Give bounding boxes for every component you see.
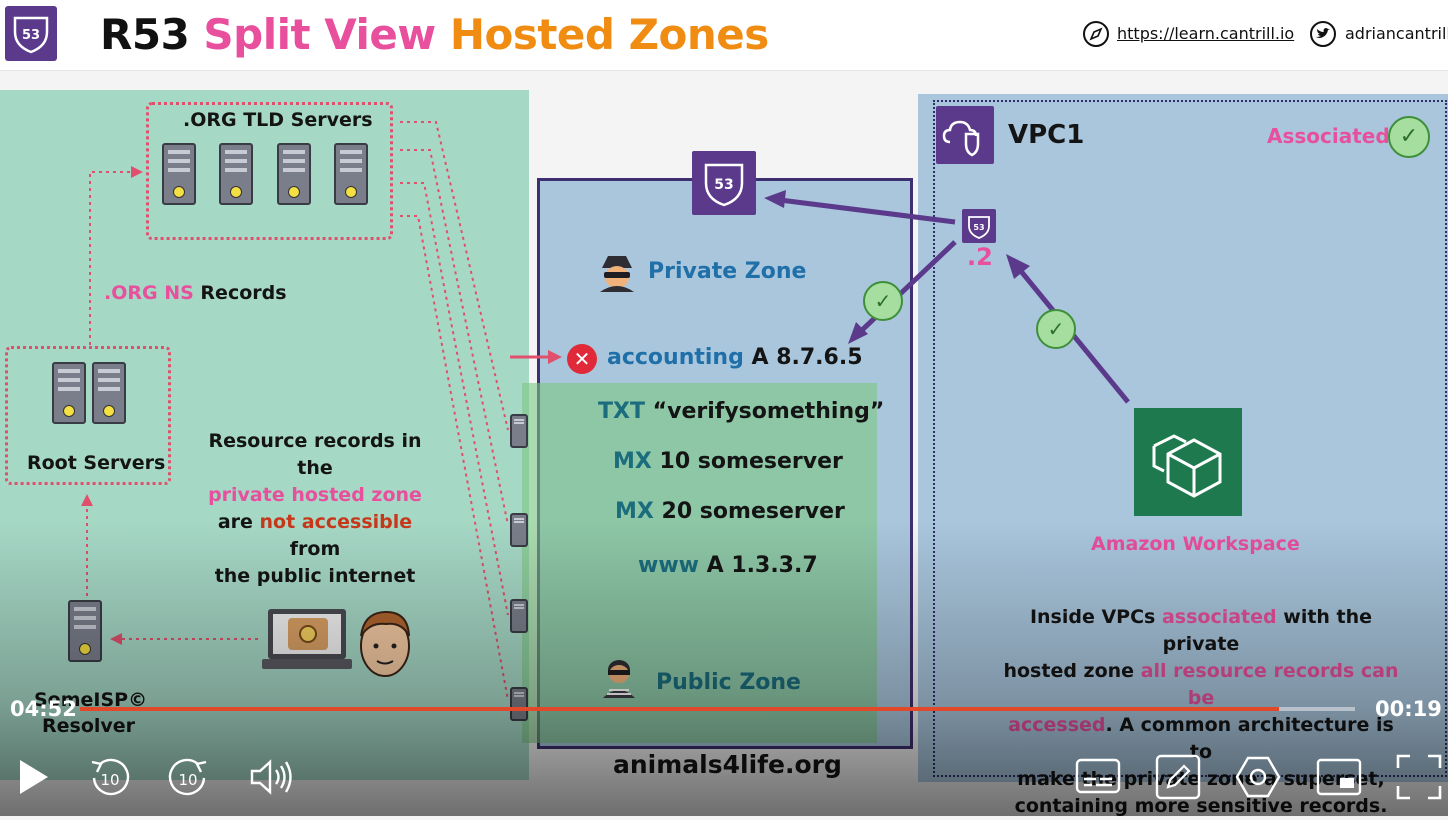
route53-logo: 53 xyxy=(5,6,57,61)
forward-10-icon[interactable]: 10 xyxy=(166,754,212,800)
public-zone-server-icon xyxy=(510,414,528,448)
mx-record-10: MX 10 someserver xyxy=(613,449,843,474)
associated-check-icon: ✓ xyxy=(1388,116,1430,158)
root-server-icon xyxy=(92,362,126,424)
rewind-10-icon[interactable]: 10 xyxy=(86,754,132,800)
txt-record: TXT “verifysomething” xyxy=(598,399,885,424)
accounting-record-value: A 8.7.6.5 xyxy=(751,345,863,370)
vpc-resolver-icon: 53 xyxy=(962,209,996,243)
course-link[interactable]: https://learn.cantrill.io xyxy=(1117,24,1295,43)
ns-records-label: .ORG NS Records xyxy=(104,282,287,304)
root-servers-group xyxy=(5,346,171,485)
picture-in-picture-icon[interactable] xyxy=(1316,754,1362,800)
progress-fill xyxy=(80,707,1279,711)
workspace-check-icon: ✓ xyxy=(1036,309,1076,349)
svg-text:53: 53 xyxy=(973,223,984,232)
current-time: 04:52 xyxy=(10,697,77,721)
title-part-r53: R53 xyxy=(100,10,190,59)
fullscreen-icon[interactable] xyxy=(1396,754,1442,800)
note-line-2: private hosted zone xyxy=(208,484,422,506)
volume-icon[interactable] xyxy=(248,754,294,800)
settings-icon[interactable] xyxy=(1235,754,1281,800)
resolution-check-icon: ✓ xyxy=(863,281,903,321)
root-servers-label: Root Servers xyxy=(27,452,166,474)
tld-server-icon xyxy=(162,143,196,205)
title-part-split-view: Split View xyxy=(203,10,436,59)
notes-icon[interactable] xyxy=(1155,754,1201,800)
ns-label-rest: Records xyxy=(200,282,287,304)
associated-label: Associated xyxy=(1267,124,1390,148)
title-part-hosted-zones: Hosted Zones xyxy=(449,10,769,59)
vpc-title: VPC1 xyxy=(1008,120,1085,150)
accounting-record-name: accounting xyxy=(607,345,744,370)
twitter-handle[interactable]: adriancantrill xyxy=(1345,24,1448,43)
svg-text:10: 10 xyxy=(178,771,197,789)
private-zone-spy-icon xyxy=(596,252,638,292)
resolver-ip-label: .2 xyxy=(967,243,993,271)
ns-label-colored: .ORG NS xyxy=(104,282,194,304)
remaining-time: 00:19 xyxy=(1375,697,1442,721)
mx-record-20: MX 20 someserver xyxy=(615,499,845,524)
tld-server-icon xyxy=(334,143,368,205)
root-server-icon xyxy=(52,362,86,424)
play-icon[interactable] xyxy=(12,754,58,800)
error-x-icon: ✕ xyxy=(567,344,597,374)
tld-servers-label: .ORG TLD Servers xyxy=(183,109,373,131)
hosted-zone-route53-icon: 53 xyxy=(692,151,756,215)
compass-icon xyxy=(1082,20,1110,48)
tld-servers-group xyxy=(146,102,393,240)
captions-icon[interactable] xyxy=(1075,754,1121,800)
svg-text:53: 53 xyxy=(714,177,733,193)
page-title: R53 Split View Hosted Zones xyxy=(100,10,769,59)
note-line-1: Resource records in the xyxy=(208,430,422,479)
header-bar: 53 R53 Split View Hosted Zones https://l… xyxy=(0,0,1448,71)
tld-server-icon xyxy=(219,143,253,205)
svg-text:10: 10 xyxy=(100,771,119,789)
private-zone-label: Private Zone xyxy=(648,259,807,284)
progress-bar[interactable] xyxy=(80,707,1355,711)
twitter-icon xyxy=(1309,20,1337,48)
accounting-record: accounting A 8.7.6.5 xyxy=(607,345,863,370)
logo-text: 53 xyxy=(22,28,40,43)
domain-label: animals4life.org xyxy=(613,750,842,779)
vpc-cloud-icon xyxy=(936,106,994,164)
workspace-icon xyxy=(1134,408,1242,516)
tld-server-icon xyxy=(277,143,311,205)
